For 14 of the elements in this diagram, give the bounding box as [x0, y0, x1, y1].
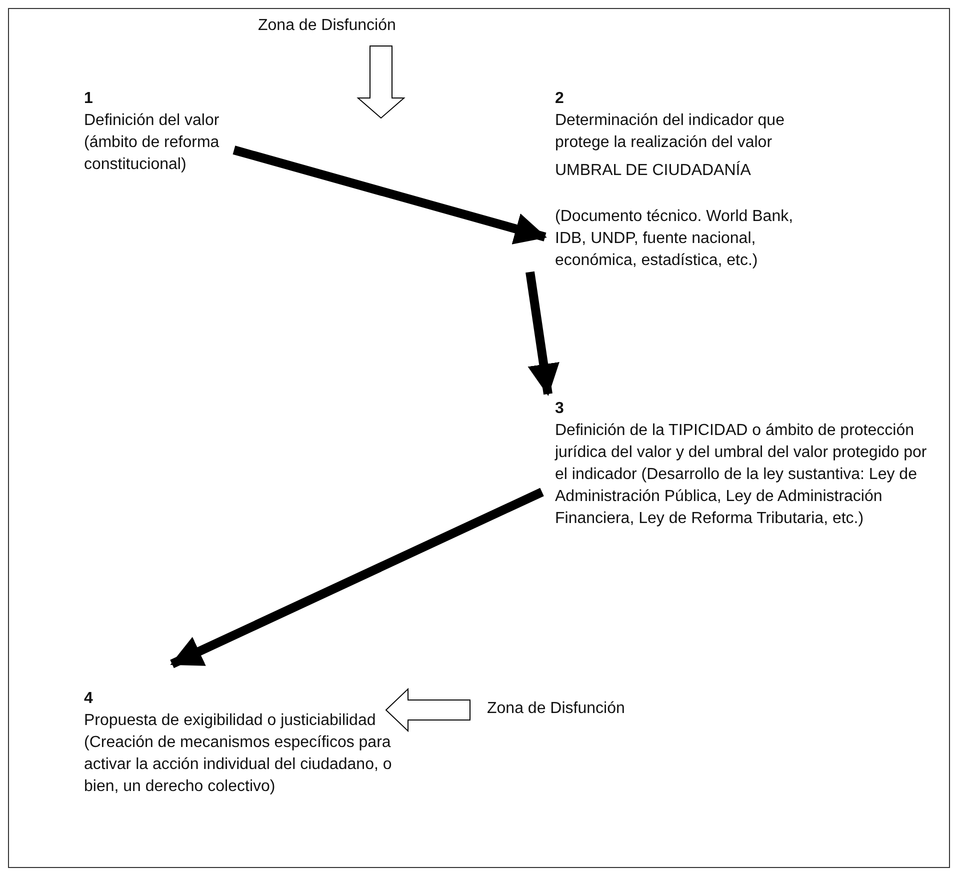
step-text: (Documento técnico. World Bank, IDB, UNDP, fuente nacional, económica, estadística, etc.) — [555, 207, 794, 271]
zone-label: Zona de Disfunción — [487, 700, 625, 718]
step-text: UMBRAL DE CIUDADANÍA — [555, 160, 752, 181]
step-number: 3 — [555, 399, 565, 419]
step-number: 4 — [84, 689, 94, 709]
arrow — [232, 146, 547, 244]
zone-label: Zona de Disfunción — [258, 17, 396, 35]
step-text: Definición del valor (ámbito de reforma constitucional) — [84, 111, 220, 175]
step-text: Propuesta de exigibilidad o justiciabilidad (Creación de mecanismos específicos para activar la acción individual del ciudadano, o bien, un derecho colectivo) — [84, 711, 393, 797]
step-number: 2 — [555, 89, 565, 109]
arrow — [170, 488, 544, 668]
step-number: 1 — [84, 89, 94, 109]
step-text: Determinación del indicador que protege la realización del valor — [555, 111, 786, 153]
step-text: Definición de la TIPICIDAD o ámbito de protección jurídica del valor y del umbral del valor protegido por el indicador (Desarrollo de la ley sustantiva: Ley de Administración Pública, Ley de Administración Financiera, Ley de Reforma Tributaria, etc.) — [555, 421, 928, 529]
